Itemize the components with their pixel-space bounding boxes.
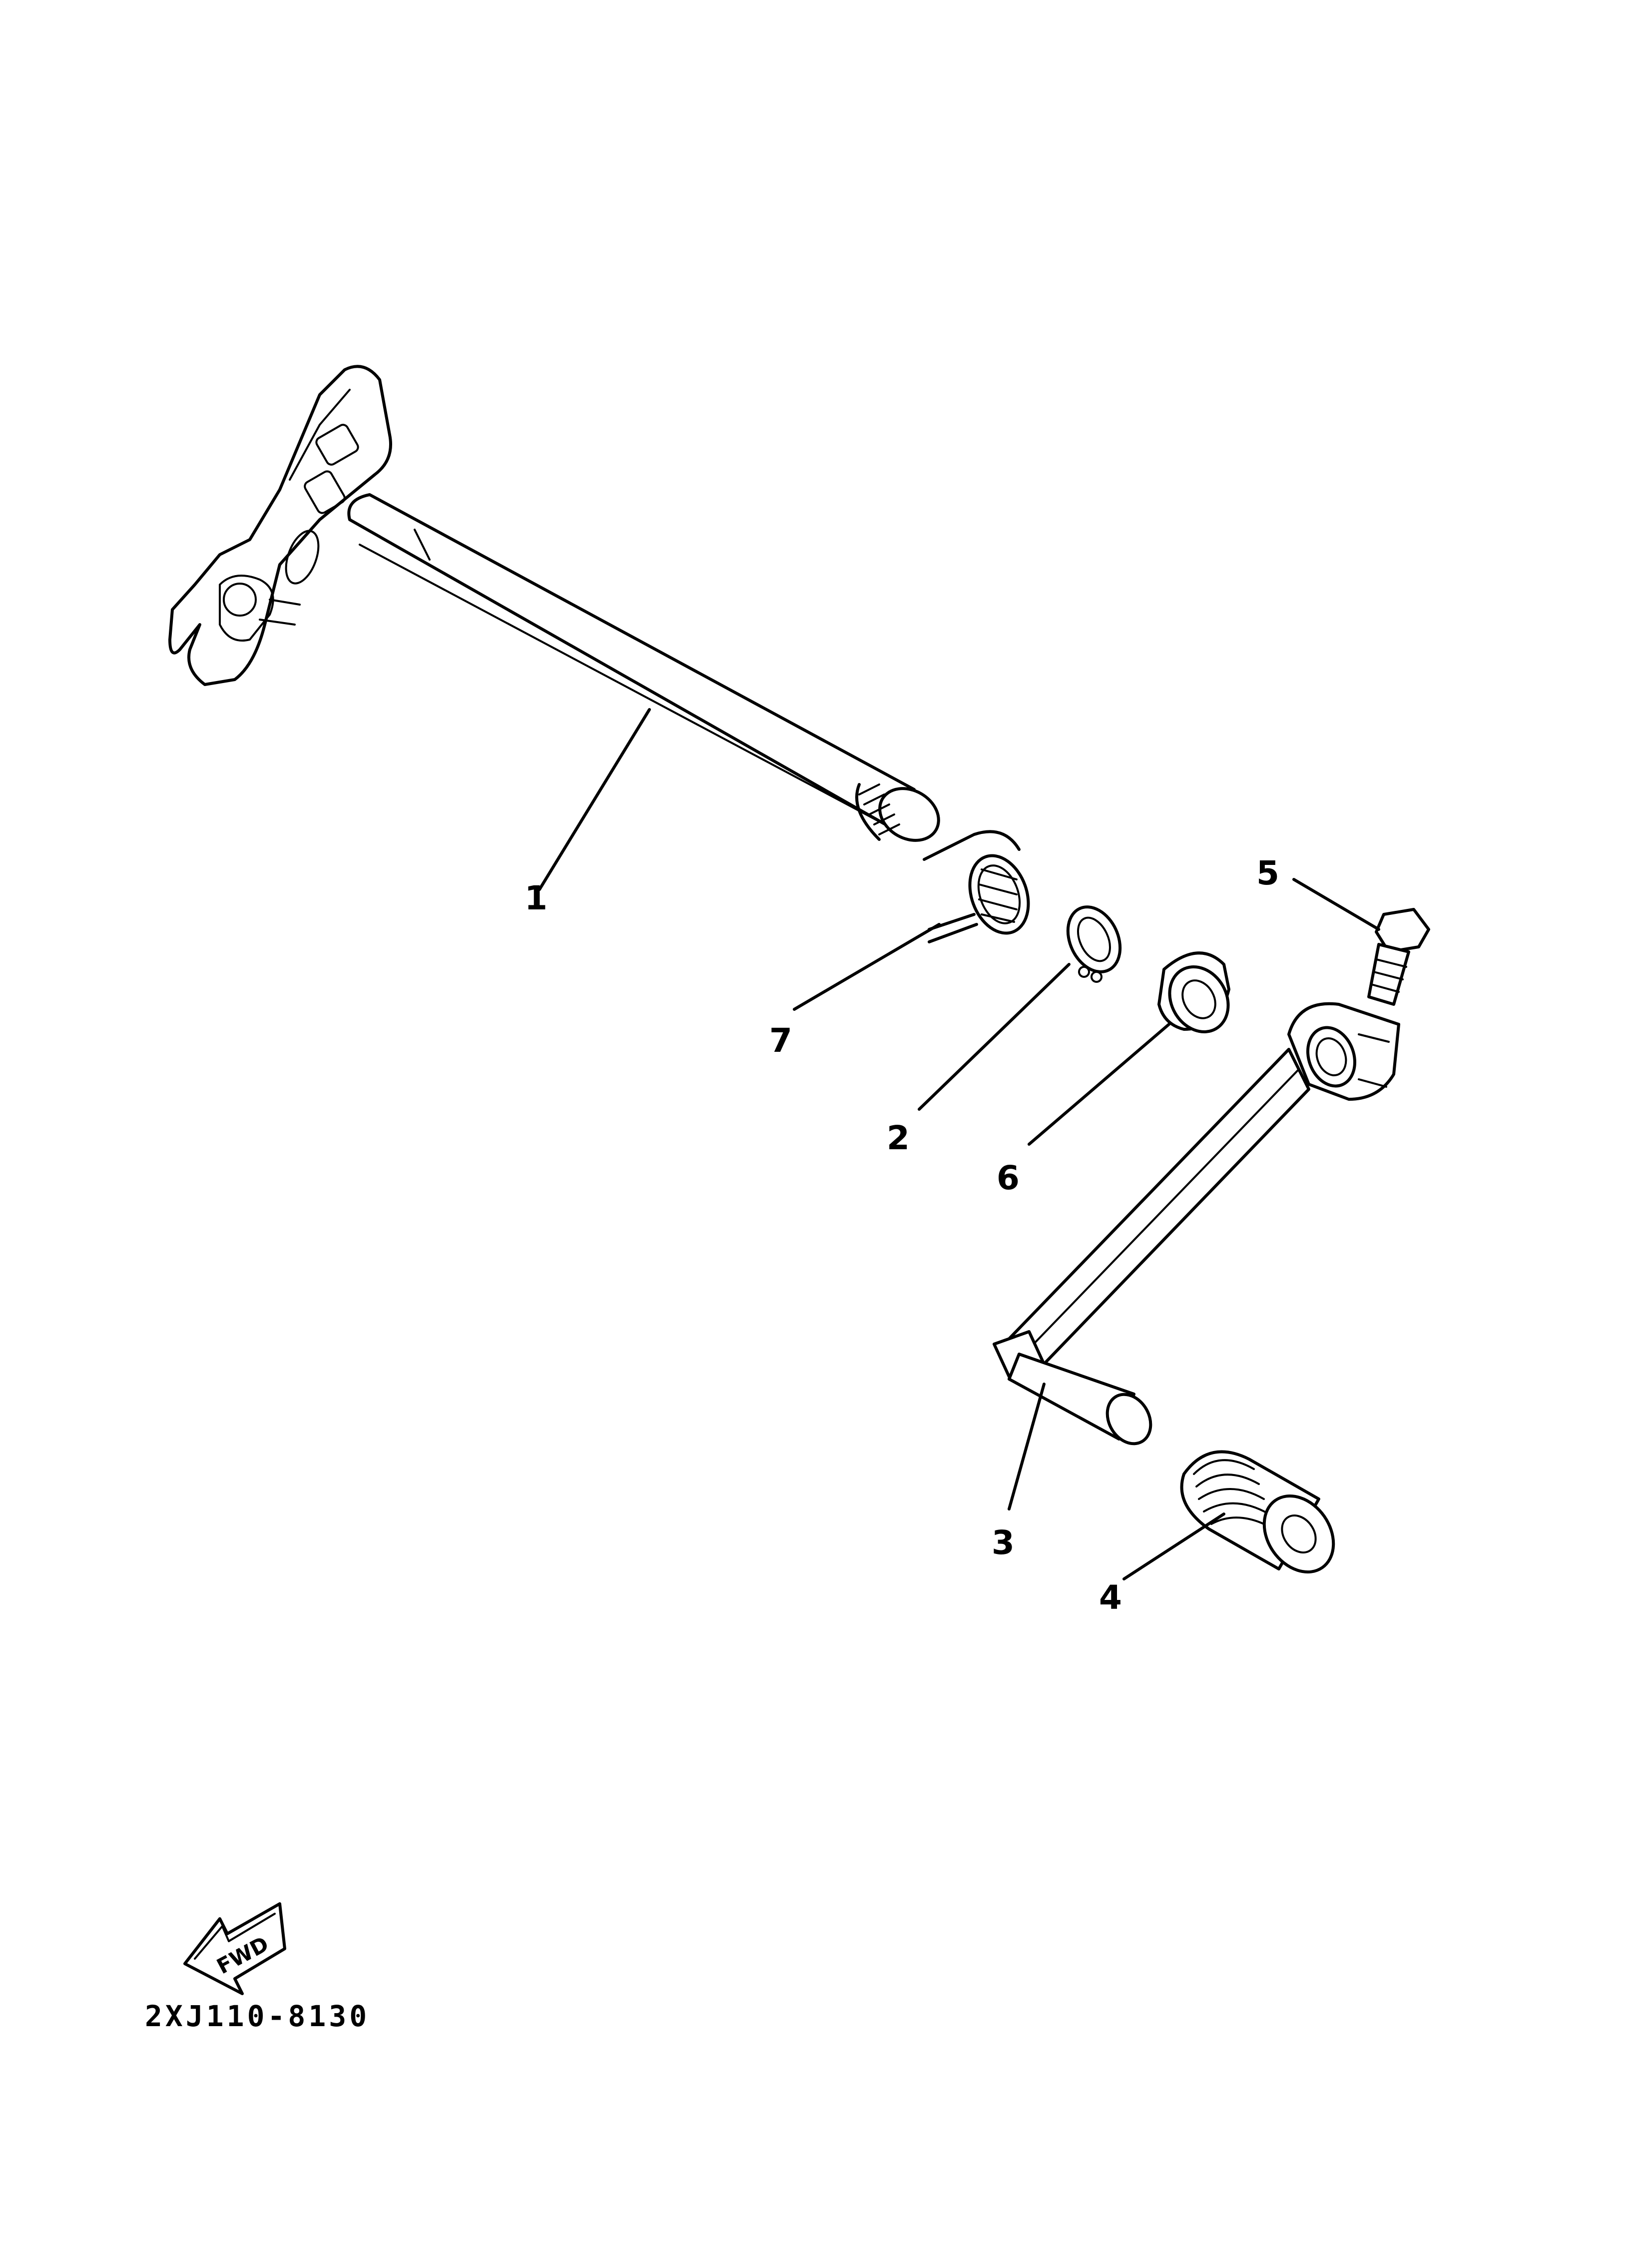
diagram-code: 2XJ110-8130 [145,1999,370,2033]
callout-labels: 1 7 2 6 5 3 4 [525,854,1279,1617]
fwd-arrow: FWD [183,1902,286,1995]
callout-7: 7 [769,1021,792,1060]
leader-line-7 [793,923,941,1011]
part-2-circlip[interactable] [1058,898,1130,983]
part-1-shift-shaft[interactable] [168,365,948,850]
leader-line-2 [918,963,1071,1111]
callout-1: 1 [525,879,548,917]
part-4-pedal-rubber[interactable] [1180,1450,1348,1585]
callout-2: 2 [887,1119,910,1157]
leader-line-6 [1028,1023,1170,1146]
leader-lines [538,708,1380,1580]
callout-3: 3 [992,1523,1015,1562]
part-7-return-spring[interactable] [923,830,1039,943]
callout-6: 6 [997,1159,1020,1197]
callout-4: 4 [1099,1578,1122,1617]
leader-line-3 [1008,1383,1046,1510]
part-5-bolt[interactable] [1367,908,1430,1006]
part-6-oil-seal[interactable] [1157,951,1239,1042]
leader-line-5 [1292,878,1380,931]
part-3-shift-pedal[interactable] [993,1002,1400,1452]
leader-line-4 [1122,1512,1225,1580]
leader-line-1 [538,708,651,891]
callout-5: 5 [1256,854,1279,892]
